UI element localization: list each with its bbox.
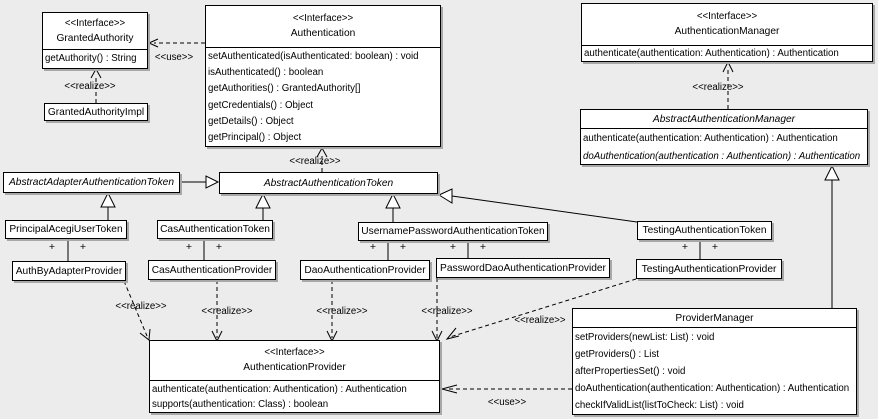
method-signature: checkIfValidList(listToCheck: List) : vo… bbox=[575, 400, 744, 411]
class-name: Authentication bbox=[290, 28, 356, 39]
class-title: <<Interface>> Authentication bbox=[206, 6, 440, 47]
association-plus-marker: + bbox=[449, 241, 457, 253]
class-name: GrantedAuthorityImpl bbox=[47, 106, 145, 118]
realize-stereotype-label: <<realize>> bbox=[421, 306, 473, 317]
method-signature: doAuthentication(authentication : Authen… bbox=[583, 150, 861, 162]
class-box-abstract-adapter-authentication-token: AbstractAdapterAuthenticationToken bbox=[3, 172, 180, 193]
method-signature: getAuthority() : String bbox=[45, 53, 137, 64]
class-box-password-dao-authentication-provider: PasswordDaoAuthenticationProvider bbox=[436, 258, 610, 278]
class-box-testing-authentication-token: TestingAuthenticationToken bbox=[637, 221, 772, 240]
association-plus-marker: + bbox=[479, 241, 487, 253]
stereotype-label: <<Interface>> bbox=[696, 11, 758, 22]
class-name: CasAuthenticationProvider bbox=[151, 264, 273, 276]
method-signature: doAuthentication(authentication: Authent… bbox=[575, 383, 850, 394]
class-title: <<Interface>> GrantedAuthority bbox=[43, 13, 147, 49]
methods-compartment: getAuthority() : String bbox=[43, 49, 147, 67]
method-signature: setAuthenticated(isAuthenticated: boolea… bbox=[208, 51, 419, 62]
class-name: CasAuthenticationToken bbox=[160, 224, 270, 235]
method-signature: getCredentials() : Object bbox=[208, 99, 313, 111]
method-signature: getProviders() : List bbox=[575, 349, 659, 360]
methods-compartment: authenticate(authentication: Authenticat… bbox=[582, 45, 872, 60]
methods-compartment: authenticate(authentication: Authenticat… bbox=[150, 380, 439, 412]
use-stereotype-label: <<use>> bbox=[487, 397, 527, 408]
association-plus-marker: + bbox=[399, 241, 407, 253]
class-name: AuthenticationProvider bbox=[243, 362, 346, 373]
class-name: TestingAuthenticationToken bbox=[642, 225, 767, 236]
class-box-cas-authentication-provider: CasAuthenticationProvider bbox=[148, 260, 276, 280]
class-box-authentication: <<Interface>> Authentication setAuthenti… bbox=[205, 5, 441, 147]
method-signature: setProviders(newList: List) : void bbox=[575, 332, 715, 343]
class-name: AuthenticationManager bbox=[674, 26, 780, 37]
class-box-granted-authority: <<Interface>> GrantedAuthority getAuthor… bbox=[42, 12, 148, 69]
class-box-principal-acegi-user-token: PrincipalAcegiUserToken bbox=[5, 220, 127, 239]
methods-compartment: setAuthenticated(isAuthenticated: boolea… bbox=[206, 47, 440, 146]
association-plus-marker: + bbox=[369, 241, 377, 253]
class-name: PasswordDaoAuthenticationProvider bbox=[440, 262, 606, 274]
class-name: PrincipalAcegiUserToken bbox=[9, 224, 123, 235]
method-signature: getDetails() : Object bbox=[208, 115, 294, 127]
methods-compartment: setProviders(newList: List) : void getPr… bbox=[573, 327, 856, 414]
method-signature: supports(authentication: Class) : boolea… bbox=[152, 399, 329, 410]
stereotype-label: <<Interface>> bbox=[292, 13, 354, 24]
association-plus-marker: + bbox=[681, 241, 689, 253]
class-box-dao-authentication-provider: DaoAuthenticationProvider bbox=[300, 260, 430, 280]
class-box-authentication-provider: <<Interface>> AuthenticationProvider aut… bbox=[149, 340, 440, 413]
association-plus-marker: + bbox=[185, 241, 193, 253]
realize-stereotype-label: <<realize>> bbox=[692, 82, 744, 93]
class-name: AbstractAuthenticationManager bbox=[652, 113, 796, 125]
association-plus-marker: + bbox=[215, 241, 223, 253]
association-plus-marker: + bbox=[711, 241, 719, 253]
class-title: ProviderManager bbox=[573, 309, 856, 327]
use-stereotype-label: <<use>> bbox=[154, 52, 194, 63]
class-box-abstract-authentication-manager: AbstractAuthenticationManager authentica… bbox=[580, 109, 868, 165]
method-signature: authenticate(authentication: Authenticat… bbox=[583, 133, 838, 144]
class-box-testing-authentication-provider: TestingAuthenticationProvider bbox=[636, 259, 782, 279]
realize-stereotype-label: <<realize>> bbox=[115, 301, 167, 312]
class-box-auth-by-adapter-provider: AuthByAdapterProvider bbox=[12, 261, 126, 281]
class-name: DaoAuthenticationProvider bbox=[304, 264, 426, 276]
class-name: TestingAuthenticationProvider bbox=[641, 263, 777, 275]
class-box-username-password-authentication-token: UsernamePasswordAuthenticationToken bbox=[358, 222, 548, 241]
class-name: UsernamePasswordAuthenticationToken bbox=[361, 226, 545, 237]
class-box-provider-manager: ProviderManager setProviders(newList: Li… bbox=[572, 308, 857, 415]
class-box-cas-authentication-token: CasAuthenticationToken bbox=[157, 220, 273, 239]
method-signature: getPrincipal() : Object bbox=[208, 132, 302, 144]
class-name: AbstractAuthenticationToken bbox=[263, 177, 394, 189]
realize-stereotype-label: <<realize>> bbox=[289, 156, 341, 167]
class-box-authentication-manager: <<Interface>> AuthenticationManager auth… bbox=[581, 3, 873, 62]
realize-stereotype-label: <<realize>> bbox=[64, 81, 116, 92]
realize-stereotype-label: <<realize>> bbox=[316, 306, 368, 317]
class-name: AbstractAdapterAuthenticationToken bbox=[9, 177, 174, 188]
class-name: ProviderManager bbox=[675, 312, 754, 324]
class-title: AbstractAuthenticationManager bbox=[581, 110, 867, 128]
class-name: GrantedAuthority bbox=[56, 32, 134, 44]
realize-stereotype-label: <<realize>> bbox=[514, 315, 566, 326]
method-signature: afterPropertiesSet() : void bbox=[575, 366, 686, 377]
method-signature: authenticate(authentication: Authenticat… bbox=[152, 384, 407, 395]
class-name: AuthByAdapterProvider bbox=[15, 265, 123, 277]
method-signature: isAuthenticated() : boolean bbox=[208, 67, 324, 79]
method-signature: getAuthorities() : GrantedAuthority[] bbox=[208, 83, 361, 95]
association-plus-marker: + bbox=[79, 241, 87, 253]
methods-compartment: authenticate(authentication: Authenticat… bbox=[581, 128, 867, 164]
realize-stereotype-label: <<realize>> bbox=[201, 306, 253, 317]
class-title: <<Interface>> AuthenticationProvider bbox=[150, 341, 439, 380]
association-plus-marker: + bbox=[48, 241, 56, 253]
class-title: <<Interface>> AuthenticationManager bbox=[582, 4, 872, 45]
stereotype-label: <<Interface>> bbox=[264, 347, 325, 358]
stereotype-label: <<Interface>> bbox=[64, 17, 126, 29]
class-box-granted-authority-impl: GrantedAuthorityImpl bbox=[44, 103, 148, 121]
class-box-abstract-authentication-token: AbstractAuthenticationToken bbox=[219, 172, 438, 194]
method-signature: authenticate(authentication: Authenticat… bbox=[584, 48, 839, 59]
